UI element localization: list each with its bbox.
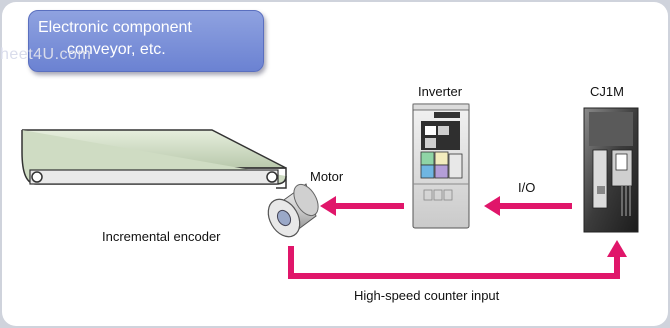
motor-encoder (267, 183, 319, 238)
arrow-encoder-to-plc (288, 240, 627, 279)
io-label: I/O (518, 180, 536, 195)
motor-label: Motor (310, 169, 344, 184)
arrow-plc-to-inverter (484, 196, 572, 216)
title-line-1: Electronic component (38, 19, 192, 36)
counter-label: High-speed counter input (354, 288, 500, 303)
conveyor-belt (21, 129, 287, 189)
encoder-label: Incremental encoder (102, 229, 221, 244)
cj1m-plc (583, 107, 639, 233)
title-line-2: conveyor, etc. (67, 41, 166, 58)
inverter-label: Inverter (418, 84, 463, 99)
title-box: Electronic component conveyor, etc. (28, 10, 264, 72)
cj1m-label: CJ1M (590, 84, 624, 99)
arrow-inverter-to-motor (320, 196, 404, 216)
watermark: heet4U.com (0, 46, 92, 63)
inverter-device (412, 103, 470, 229)
